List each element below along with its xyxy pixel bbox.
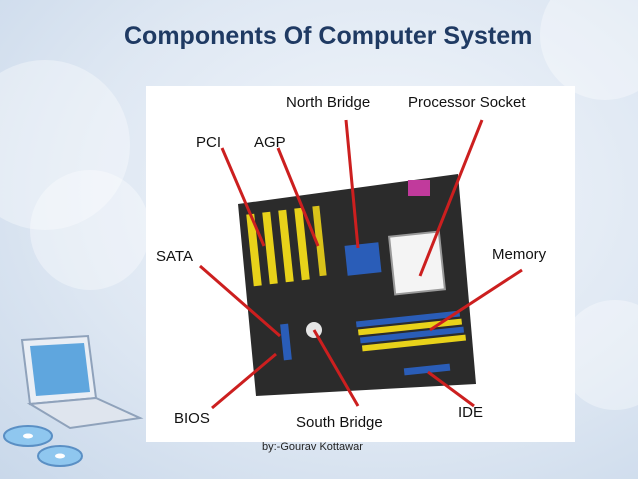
arrow-agp	[276, 147, 320, 247]
pci-slot	[262, 211, 278, 285]
arrow-sata	[199, 264, 281, 338]
agp-slot	[312, 205, 327, 277]
laptop-icon	[3, 334, 144, 467]
processor-socket	[388, 230, 446, 296]
motherboard-illustration	[199, 119, 523, 410]
label-pci: PCI	[196, 134, 222, 151]
arrow-pci	[220, 147, 266, 247]
background-bubble	[30, 170, 150, 290]
label-processor-socket: Processor Socket	[408, 94, 526, 111]
memory-slot	[355, 310, 461, 328]
pci-slot	[246, 213, 262, 287]
motherboard-diagram: North Bridge Processor Socket PCI AGP SA…	[146, 86, 575, 442]
label-memory: Memory	[492, 246, 547, 263]
author-credit: by:-Gourav Kottawar	[262, 441, 363, 453]
label-north-bridge: North Bridge	[286, 94, 371, 111]
background-bubble	[0, 60, 130, 230]
back-panel-connector	[408, 180, 430, 196]
north-bridge-chip	[344, 242, 382, 276]
label-bios: BIOS	[174, 410, 210, 427]
label-ide: IDE	[458, 404, 484, 421]
arrow-bios	[211, 352, 277, 410]
callout-arrows	[199, 119, 523, 410]
arrow-south-bridge	[312, 329, 360, 407]
memory-slot	[357, 318, 463, 336]
arrow-north-bridge	[344, 119, 360, 249]
arrow-ide	[427, 370, 475, 408]
memory-slot	[359, 326, 465, 344]
ide-connector	[403, 363, 451, 376]
memory-slot	[361, 334, 467, 352]
slide-title: Components Of Computer System	[124, 22, 533, 50]
pci-slot	[294, 207, 310, 281]
label-south-bridge: South Bridge	[296, 414, 383, 431]
pci-slot	[278, 209, 294, 283]
label-sata: SATA	[156, 248, 193, 265]
label-agp: AGP	[254, 134, 286, 151]
sata-connector	[280, 323, 292, 361]
arrow-processor-socket	[418, 119, 484, 277]
arrow-memory	[429, 268, 523, 332]
